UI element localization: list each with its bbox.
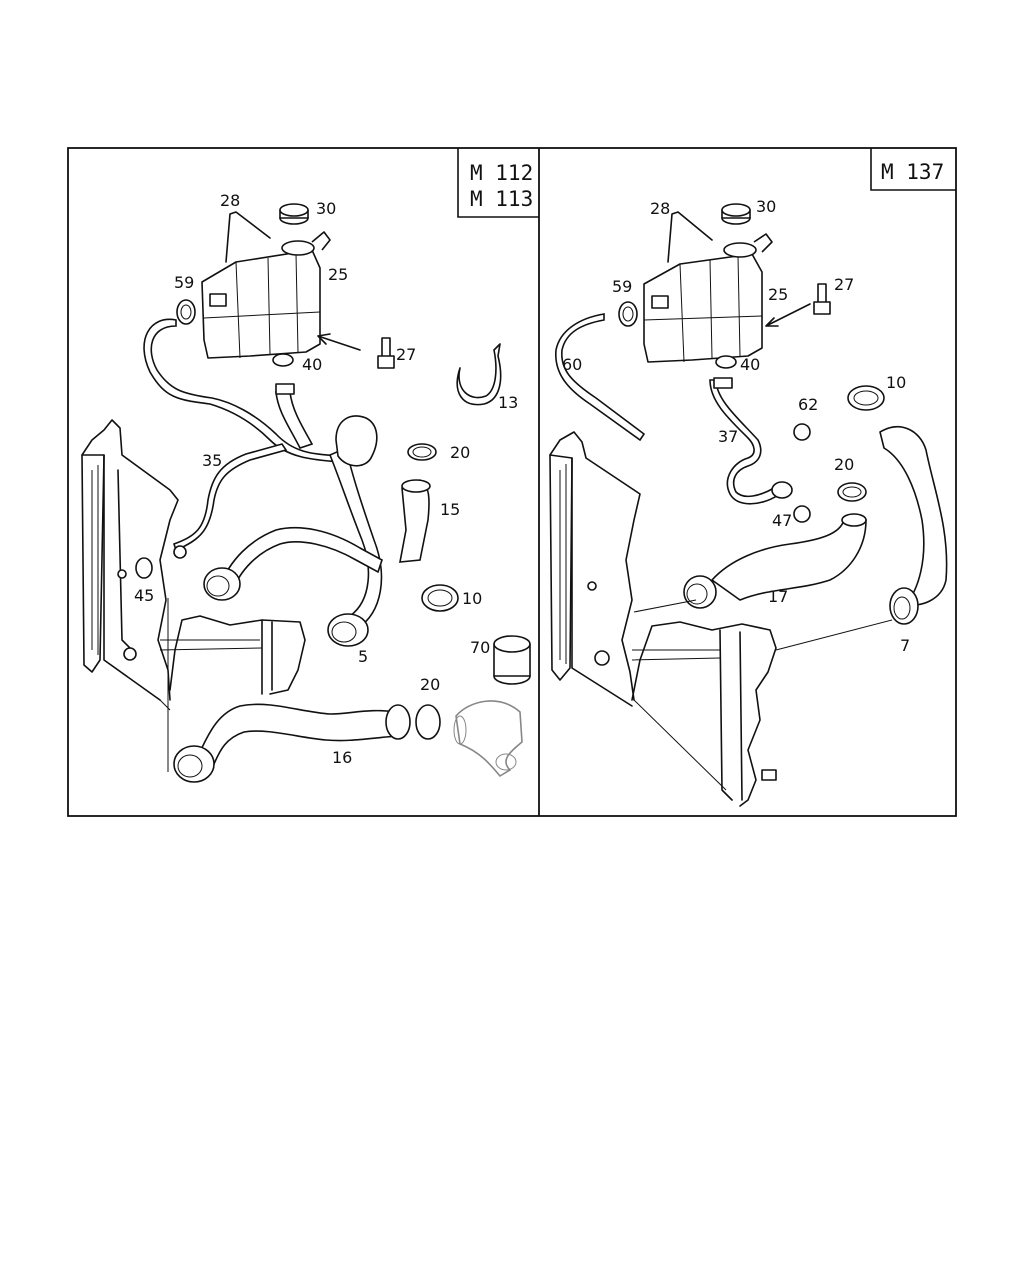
left-panel-drawing bbox=[81, 203, 531, 783]
callout-20-upper: 20 bbox=[450, 443, 470, 462]
expansion-tank bbox=[201, 231, 331, 359]
thermostat-housing bbox=[453, 700, 523, 777]
callout-17: 17 bbox=[768, 587, 788, 606]
overflow-hose-60 bbox=[555, 313, 646, 442]
left-callouts: 28 30 25 59 40 27 13 35 20 15 10 45 5 70… bbox=[134, 191, 518, 767]
right-panel-drawing bbox=[549, 203, 948, 807]
callout-28-137: 28 bbox=[650, 199, 670, 218]
model-box-right: M 137 bbox=[870, 148, 956, 191]
clamp-20-lower bbox=[415, 704, 441, 740]
model-label-m113: M 113 bbox=[470, 187, 533, 211]
hose-16 bbox=[199, 703, 399, 766]
callout-70: 70 bbox=[470, 638, 490, 657]
callout-20-lower: 20 bbox=[420, 675, 440, 694]
clamp-62 bbox=[793, 423, 811, 441]
diagram-frame bbox=[67, 147, 957, 817]
callout-30: 30 bbox=[316, 199, 336, 218]
callout-27: 27 bbox=[396, 345, 416, 364]
clamp-59-137 bbox=[618, 301, 638, 327]
callout-10-137: 10 bbox=[886, 373, 906, 392]
callout-10: 10 bbox=[462, 589, 482, 608]
hose-7 bbox=[879, 426, 948, 606]
callout-37: 37 bbox=[718, 427, 738, 446]
filler-cap-137 bbox=[721, 203, 751, 225]
clip-45 bbox=[135, 557, 153, 579]
callout-5: 5 bbox=[358, 647, 368, 666]
radiator-right-fragment bbox=[159, 598, 306, 772]
model-label-m112: M 112 bbox=[470, 161, 533, 185]
clamp-10-137 bbox=[847, 385, 885, 411]
clip-47 bbox=[793, 505, 811, 523]
clamp-40 bbox=[272, 353, 294, 367]
clamp-20-137 bbox=[837, 482, 867, 502]
callout-25: 25 bbox=[328, 265, 348, 284]
model-label-m137: M 137 bbox=[881, 160, 944, 184]
callout-45: 45 bbox=[134, 586, 154, 605]
clamp-40-137 bbox=[715, 355, 737, 369]
radiator-secondary bbox=[631, 621, 777, 807]
callout-27-137: 27 bbox=[834, 275, 854, 294]
callout-30-137: 30 bbox=[756, 197, 776, 216]
callout-7: 7 bbox=[900, 636, 910, 655]
callout-59-137: 59 bbox=[612, 277, 632, 296]
right-callouts: 28 30 25 27 59 60 40 10 62 37 20 47 17 7 bbox=[562, 197, 910, 655]
filler-cap bbox=[279, 203, 309, 225]
clamp-59 bbox=[176, 299, 196, 325]
callout-15: 15 bbox=[440, 500, 460, 519]
callout-35: 35 bbox=[202, 451, 222, 470]
radiator-left bbox=[81, 419, 179, 701]
hose-17 bbox=[710, 519, 867, 601]
callout-40-137: 40 bbox=[740, 355, 760, 374]
sender-27 bbox=[317, 333, 395, 369]
clamp-10 bbox=[421, 584, 459, 612]
callout-20-137: 20 bbox=[834, 455, 854, 474]
callout-62: 62 bbox=[798, 395, 818, 414]
clip-13 bbox=[456, 343, 502, 406]
radiator-main bbox=[549, 431, 641, 707]
callout-25-137: 25 bbox=[768, 285, 788, 304]
callout-59: 59 bbox=[174, 273, 194, 292]
expansion-tank-137 bbox=[643, 233, 773, 363]
sender-27-137 bbox=[765, 283, 831, 327]
callout-16: 16 bbox=[332, 748, 352, 767]
vent-tube-137 bbox=[667, 211, 713, 263]
callout-13: 13 bbox=[498, 393, 518, 412]
sleeve-70 bbox=[493, 635, 531, 685]
callout-28: 28 bbox=[220, 191, 240, 210]
clamp-20-upper bbox=[407, 443, 437, 461]
callout-40: 40 bbox=[302, 355, 322, 374]
model-box-left: M 112 M 113 bbox=[457, 148, 539, 218]
vent-tube bbox=[225, 211, 271, 263]
callout-47: 47 bbox=[772, 511, 792, 530]
callout-60: 60 bbox=[562, 355, 582, 374]
